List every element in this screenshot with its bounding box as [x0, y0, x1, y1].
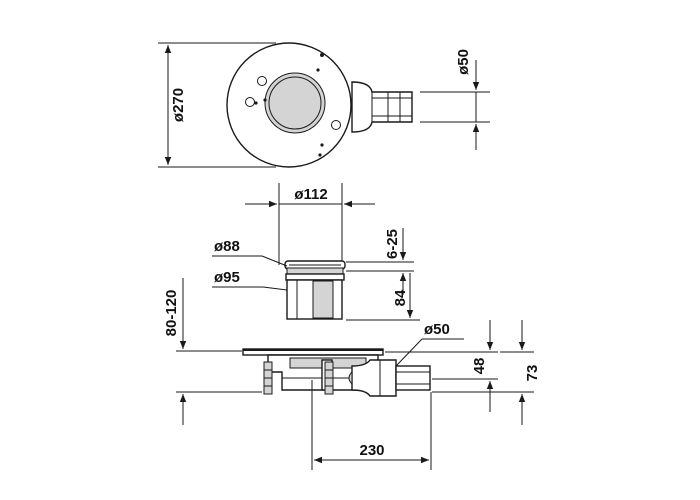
- dim-outlet-height: 48: [385, 320, 498, 412]
- side-view-flange: [242, 348, 384, 356]
- dim-body-diameter: ø95: [212, 269, 288, 291]
- label-cap-diameter: ø88: [214, 238, 240, 255]
- top-view-outlet-pipe: [351, 81, 413, 133]
- dim-total-outlet-height: 73: [432, 320, 541, 425]
- label-total-outlet-height: 73: [524, 365, 541, 382]
- dim-top-outlet-diameter: ø50: [420, 49, 490, 150]
- side-view-cap: [284, 260, 346, 281]
- side-view: ø88 ø95 6-25 84 80-120: [163, 228, 541, 470]
- top-view-center-opening: [264, 72, 326, 134]
- top-view-mounting-holes: [245, 53, 341, 157]
- dim-install-height: 80-120: [163, 278, 262, 425]
- label-side-outlet-diameter: ø50: [424, 321, 450, 338]
- label-body-height: 84: [392, 289, 409, 306]
- label-cap-adjust: 6-25: [384, 229, 401, 259]
- label-outlet-length: 230: [359, 442, 384, 459]
- dim-center-diameter: ø112: [245, 183, 375, 265]
- dim-outer-diameter: ø270: [158, 42, 276, 168]
- dim-cap-adjust: 6-25: [346, 228, 414, 295]
- label-center-diameter: ø112: [294, 186, 327, 203]
- label-top-outlet-diameter: ø50: [455, 49, 472, 75]
- side-view-legs: [263, 361, 334, 395]
- side-view-body: [286, 279, 343, 320]
- label-outlet-height: 48: [471, 358, 488, 375]
- side-view-outlet-pipe: [348, 359, 431, 397]
- label-body-diameter: ø95: [214, 269, 240, 286]
- dim-body-height: 84: [346, 273, 420, 321]
- label-outer-diameter: ø270: [170, 88, 187, 122]
- dim-side-outlet-diameter: ø50: [395, 321, 464, 367]
- dim-cap-diameter: ø88: [212, 238, 288, 267]
- label-install-height: 80-120: [163, 290, 180, 337]
- dim-outlet-length: 230: [314, 392, 432, 470]
- top-view: ø270 ø50 ø112: [158, 42, 490, 265]
